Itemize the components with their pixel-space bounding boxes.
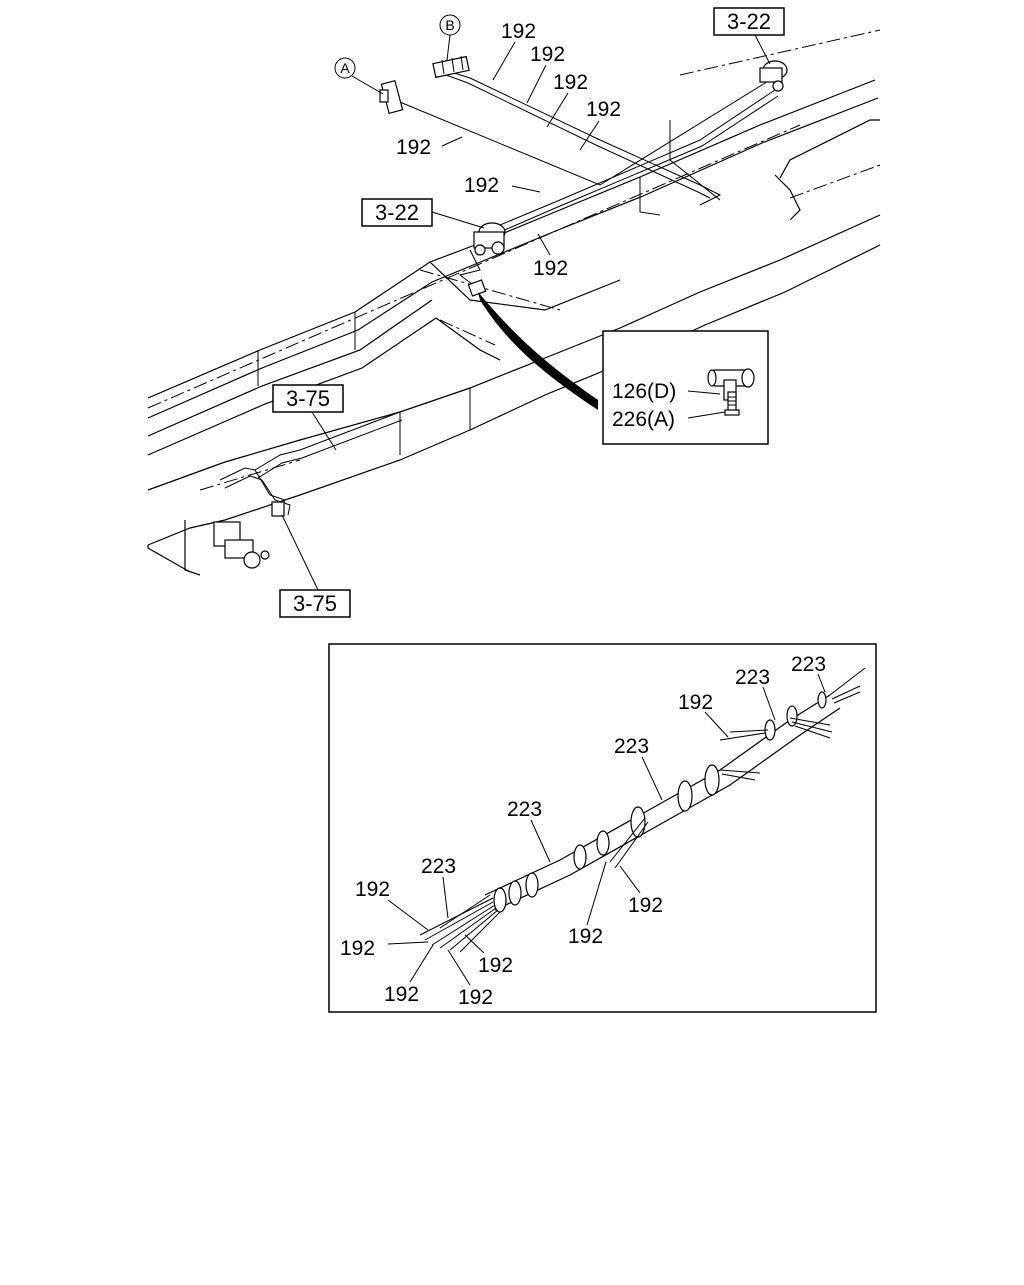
hose-routing: [219, 67, 779, 516]
circle-a-label: A: [340, 60, 350, 76]
valve-top-right: [759, 60, 788, 92]
ref-3-22-top: 3-22: [713, 7, 785, 65]
clamp-label: 223: [614, 735, 649, 758]
hose-label: 192: [478, 954, 513, 977]
valve-rear: [213, 501, 285, 569]
clamp-label: 223: [791, 653, 826, 676]
hose-label: 192: [628, 894, 663, 917]
tee-fitting-chassis: [467, 279, 487, 297]
ref-label: 3-22: [727, 9, 771, 34]
clamp-label: 223: [507, 798, 542, 821]
ref-label: 3-75: [293, 591, 337, 616]
fitting-detail-inset: 126(D) 226(A): [602, 330, 769, 445]
hose-label: 192: [384, 983, 419, 1006]
callout-circle-a: A: [334, 57, 384, 95]
ref-label: 3-22: [375, 200, 419, 225]
part-126-label: 126(D): [612, 380, 676, 403]
part-226-label: 226(A): [612, 408, 675, 431]
hose-label: 192: [458, 986, 493, 1009]
hose-label: 192: [396, 136, 431, 159]
detail-pointer: [478, 292, 598, 410]
hose-label: 192: [530, 43, 565, 66]
harness-hoses: [419, 667, 866, 953]
hose-label: 192: [553, 71, 588, 94]
hose-label: 192: [586, 98, 621, 121]
hose-callouts: 192 192 192 192 192 192 192: [396, 20, 621, 280]
valve-middle: [473, 222, 506, 256]
ref-3-75-bottom: 3-75: [279, 514, 351, 618]
clamp-label: 223: [735, 666, 770, 689]
circle-b-label: B: [445, 17, 454, 33]
hose-label: 192: [355, 878, 390, 901]
connector-block-a: [379, 79, 404, 115]
ref-label: 3-75: [286, 386, 330, 411]
hose-label: 192: [501, 20, 536, 43]
chassis-frame: [147, 29, 881, 576]
ref-3-22-middle: 3-22: [361, 198, 485, 229]
hose-label: 192: [340, 937, 375, 960]
hose-label: 192: [533, 257, 568, 280]
bolt-icon: [724, 391, 740, 416]
connector-block-b: [432, 55, 470, 79]
clamp-label: 223: [421, 855, 456, 878]
hose-label: 192: [464, 174, 499, 197]
hose-label: 192: [568, 925, 603, 948]
ref-3-75-middle: 3-75: [272, 384, 344, 451]
callout-circle-b: B: [439, 14, 461, 61]
harness-detail-inset: 223 223 223 223 223 192 192 192 192 192 …: [328, 643, 877, 1013]
hose-label: 192: [678, 691, 713, 714]
